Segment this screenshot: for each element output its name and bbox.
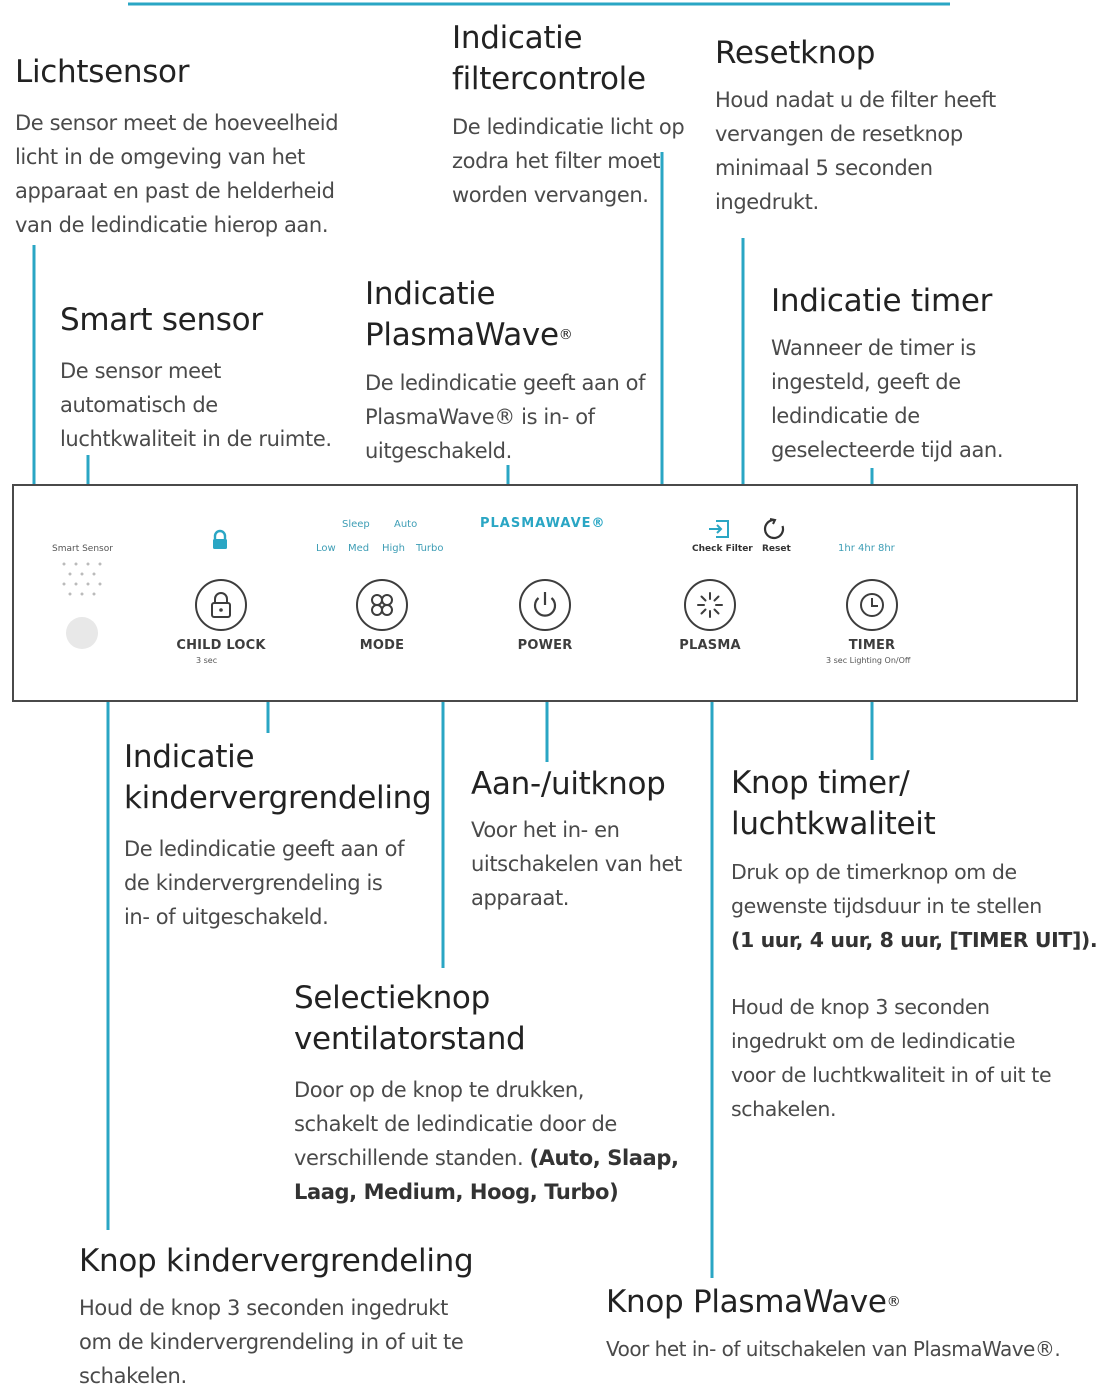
child-lock-button[interactable] (195, 579, 247, 631)
reset-icon[interactable] (762, 517, 786, 541)
kindervergrendeling-knop-description: Houd de knop 3 seconden ingedrukt om de … (79, 1296, 464, 1388)
resetknop-title: Resetknop (715, 35, 876, 71)
fan-mode-icon (371, 594, 393, 616)
ventilatorstand-title: Selectieknop ventilatorstand (294, 980, 526, 1057)
filtercontrole-description: De ledindicatie licht op zodra het filte… (452, 115, 685, 207)
check-filter-icon (709, 520, 729, 538)
clock-icon (860, 593, 884, 617)
lichtsensor-title: Lichtsensor (15, 54, 190, 90)
plasmawave-indicator: PLASMAWAVE® (480, 516, 606, 531)
smart-sensor-label: Smart Sensor (52, 544, 113, 554)
kindervergrendeling-knop-title: Knop kindervergrendeling (79, 1243, 474, 1279)
smart-sensor-title: Smart sensor (60, 302, 263, 338)
control-panel: Smart Sensor Sleep Auto Low Med High Tur… (12, 484, 1078, 702)
mode-label-high: High (382, 543, 405, 554)
child-lock-label: CHILD LOCK (176, 638, 266, 653)
aan-uit-title: Aan-/uitknop (471, 766, 666, 802)
resetknop-description: Houd nadat u de filter heeft vervangen d… (715, 88, 996, 214)
timer-knop-description-2: Houd de knop 3 seconden ingedrukt om de … (731, 995, 1052, 1121)
reset-label: Reset (762, 544, 791, 554)
mode-button[interactable] (356, 579, 408, 631)
timer-indicatie-description: Wanneer de timer is ingesteld, geeft de … (771, 336, 1004, 462)
timer-label: TIMER (848, 638, 896, 653)
power-icon (533, 592, 557, 617)
kindervergrendeling-indicatie-title: Indicatie kindervergrendeling (124, 739, 432, 816)
kindervergrendeling-indicatie-description: De ledindicatie geeft aan of de kinderve… (124, 837, 405, 929)
plasma-label: PLASMA (679, 638, 741, 653)
check-filter-label: Check Filter (692, 544, 753, 554)
timer-sublabel: 3 sec Lighting On/Off (826, 656, 911, 665)
power-button[interactable] (519, 579, 571, 631)
child-lock-sublabel: 3 sec (196, 656, 218, 665)
aan-uit-description: Voor het in- en uitschakelen van het app… (471, 818, 682, 910)
smart-sensor-grille (62, 562, 102, 596)
lock-indicator-icon (213, 529, 227, 549)
plasma-button[interactable] (684, 579, 736, 631)
mode-label-low: Low (316, 543, 336, 554)
mode-label-sleep: Sleep (342, 519, 370, 530)
smart-sensor-description: De sensor meet automatisch de luchtkwali… (60, 359, 332, 451)
power-label: POWER (517, 638, 573, 653)
light-sensor (66, 617, 98, 649)
plasma-spark-icon (697, 592, 723, 618)
mode-label-turbo: Turbo (416, 543, 444, 554)
plasmawave-indicatie-title: Indicatie PlasmaWave® (365, 276, 573, 353)
lock-icon (211, 592, 231, 618)
plasmawave-knop-title: Knop PlasmaWave® (606, 1284, 901, 1320)
timer-knop-description: Druk op de timerknop om de gewenste tijd… (731, 860, 1097, 952)
mode-label-med: Med (348, 543, 370, 554)
plasmawave-knop-description: Voor het in- of uitschakelen van PlasmaW… (606, 1337, 1061, 1361)
timer-hours-label: 1hr 4hr 8hr (838, 543, 895, 554)
lichtsensor-description: De sensor meet de hoeveelheid licht in d… (15, 111, 339, 237)
plasmawave-indicatie-description: De ledindicatie geeft aan of PlasmaWave®… (365, 371, 646, 463)
ventilatorstand-description: Door op de knop te drukken, schakelt de … (294, 1078, 679, 1204)
timer-knop-title: Knop timer/ luchtkwaliteit (731, 765, 936, 842)
timer-button[interactable] (846, 579, 898, 631)
mode-label-auto: Auto (394, 519, 418, 530)
filtercontrole-title: Indicatie filtercontrole (452, 20, 646, 97)
timer-indicatie-title: Indicatie timer (771, 283, 993, 319)
mode-label: MODE (359, 638, 405, 653)
